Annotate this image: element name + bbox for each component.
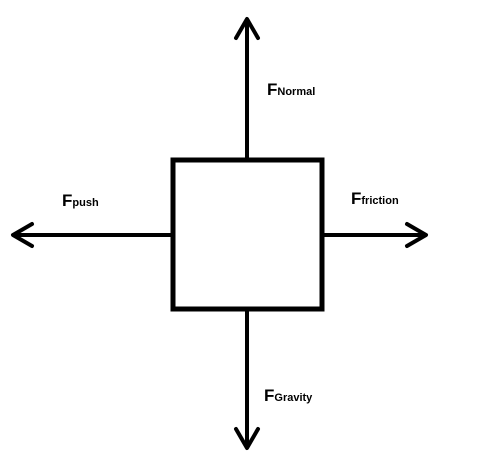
normal-force-label: FNormal	[267, 80, 315, 99]
push-force-label: Fpush	[62, 191, 99, 210]
block-square	[170, 157, 325, 312]
gravity-force-arrow	[234, 309, 260, 450]
friction-force-arrow	[322, 222, 428, 248]
gravity-force-symbol: F	[264, 386, 274, 405]
friction-force-subscript: friction	[361, 195, 399, 207]
push-force-symbol: F	[62, 191, 72, 210]
friction-force-label: Ffriction	[351, 189, 399, 208]
gravity-force-label: FGravity	[264, 386, 313, 405]
normal-force-symbol: F	[267, 80, 277, 99]
push-force-subscript: push	[72, 197, 99, 209]
push-force-arrow	[11, 222, 173, 248]
gravity-force-subscript: Gravity	[274, 392, 313, 404]
normal-force-subscript: Normal	[277, 86, 315, 98]
friction-force-symbol: F	[351, 189, 361, 208]
normal-force-arrow	[234, 17, 260, 160]
